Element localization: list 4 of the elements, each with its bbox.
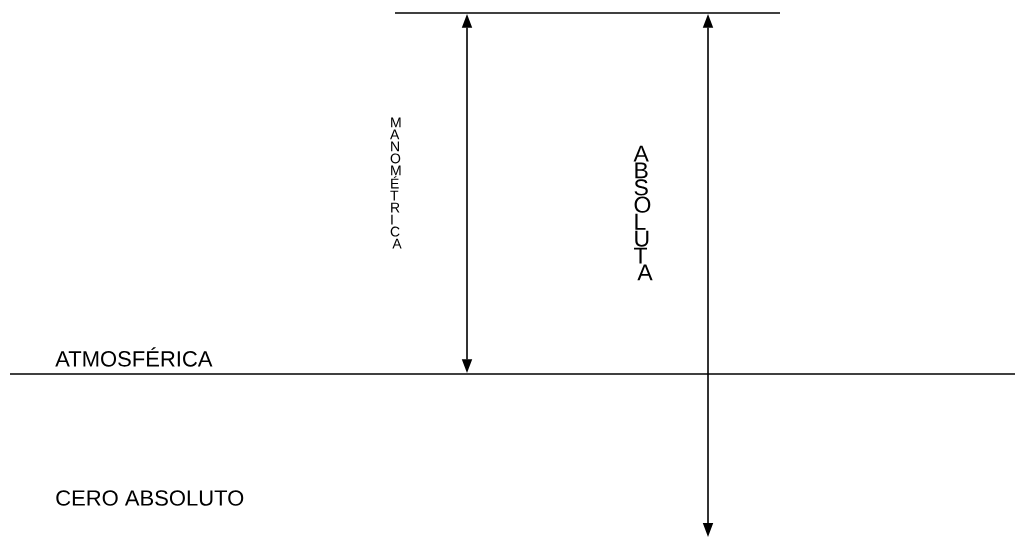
dimension-label: ABSOLUTA xyxy=(633,145,653,281)
level-label: ATMOSFÉRICA xyxy=(55,347,213,367)
level-label: CERO ABSOLUTO xyxy=(56,490,244,506)
dimension-label: MANOMÉTRICA xyxy=(390,117,402,249)
